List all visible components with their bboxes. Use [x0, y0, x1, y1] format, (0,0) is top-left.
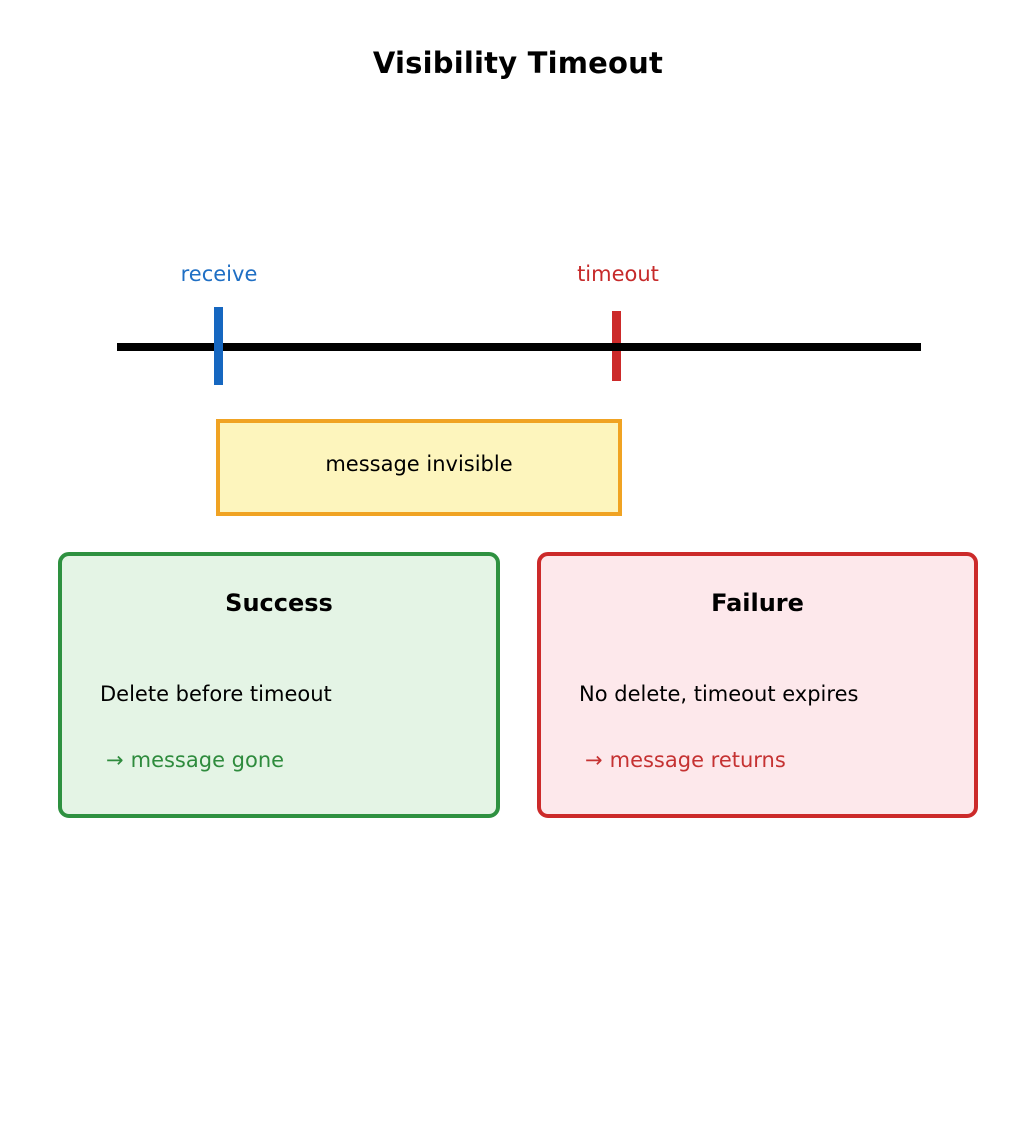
page-title: Visibility Timeout: [372, 46, 664, 80]
timeline-label-timeout: timeout: [577, 262, 659, 286]
outcome-title-failure: Failure: [711, 589, 804, 617]
message-invisible-label: message invisible: [325, 452, 513, 476]
timeline-tick-timeout-upper: [612, 311, 621, 343]
outcome-title-success: Success: [225, 589, 333, 617]
timeline-tick-receive: [214, 307, 223, 385]
message-invisible-window: message invisible: [216, 419, 622, 516]
outcome-detail-success: Delete before timeout: [100, 682, 332, 706]
arrow-right-icon: →: [585, 748, 603, 772]
outcome-card-failure: Failure No delete, timeout expires →mess…: [537, 552, 978, 818]
outcome-card-success: Success Delete before timeout →message g…: [58, 552, 500, 818]
timeline-diagram: receive timeout: [0, 0, 1036, 400]
outcome-result-failure: →message returns: [585, 746, 786, 774]
outcome-result-text-failure: message returns: [609, 748, 786, 772]
timeline-tick-timeout-lower: [612, 351, 621, 381]
outcome-detail-failure: No delete, timeout expires: [579, 682, 859, 706]
outcome-result-text-success: message gone: [130, 748, 285, 772]
timeline-label-receive: receive: [180, 262, 258, 286]
outcome-result-success: →message gone: [106, 746, 284, 774]
timeline-axis: [117, 343, 921, 351]
arrow-right-icon: →: [106, 748, 124, 772]
